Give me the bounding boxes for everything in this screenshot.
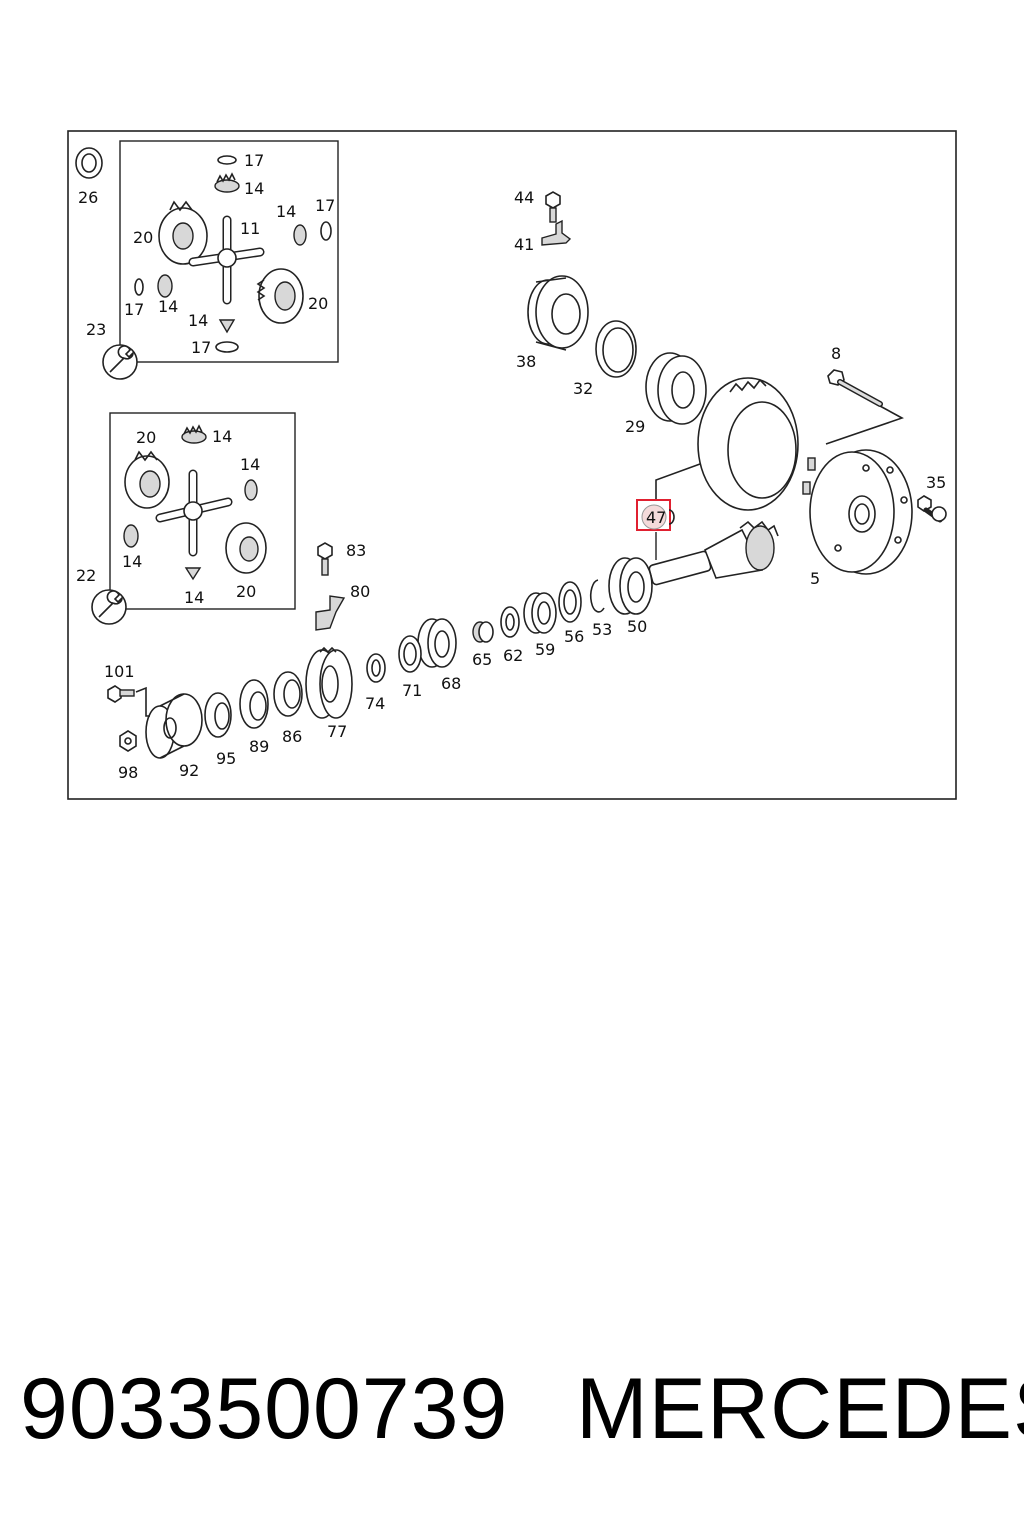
part-65-nut [472, 621, 494, 643]
label-29: 29 [625, 417, 645, 436]
part-68-bearing [417, 618, 457, 668]
label-32: 32 [573, 379, 593, 398]
label-65: 65 [472, 650, 492, 669]
wrench-icon-23 [102, 344, 138, 380]
part-32-ring [595, 320, 637, 378]
part-77-gear [305, 646, 353, 719]
part-26-seal [75, 147, 103, 179]
label-56: 56 [564, 627, 584, 646]
label-14-bottom: 14 [188, 311, 208, 330]
part-62-ring [500, 606, 520, 638]
label-8: 8 [831, 344, 841, 363]
label-20-right: 20 [308, 294, 328, 313]
callout-labels: 26 17 14 14 17 20 11 17 14 20 14 17 23 2… [76, 151, 946, 782]
label-101: 101 [104, 662, 135, 681]
label-14-lower-bottom: 14 [184, 588, 204, 607]
label-17-right: 17 [315, 196, 335, 215]
caption: 9033500739 MERCEDES [0, 1360, 1024, 1480]
label-14-left: 14 [158, 297, 178, 316]
label-14-lower-left: 14 [122, 552, 142, 571]
label-80: 80 [350, 582, 370, 601]
part-8-bolt [827, 369, 883, 407]
part-98-nut [119, 730, 137, 752]
part-29-bearing [645, 352, 707, 425]
diagram-frame [67, 130, 957, 800]
part-74-ring [366, 653, 386, 683]
label-44: 44 [514, 188, 534, 207]
part-86-ring [273, 671, 303, 717]
label-14-right: 14 [276, 202, 296, 221]
part-92-flange [145, 693, 203, 759]
part-38-housing [527, 275, 589, 351]
part-101-bolt [107, 685, 135, 703]
wrench-icon-22 [91, 589, 127, 625]
pinion-shaft [648, 520, 779, 586]
label-20-lower-left: 20 [136, 428, 156, 447]
part-71-ring [398, 635, 422, 673]
label-11: 11 [240, 219, 260, 238]
part-89-ring [239, 679, 269, 729]
part-83-bolt [317, 542, 333, 576]
inset-box-22 [109, 412, 296, 610]
label-17-top: 17 [244, 151, 264, 170]
label-95: 95 [216, 749, 236, 768]
label-17-bottom: 17 [191, 338, 211, 357]
label-53: 53 [592, 620, 612, 639]
label-17-left: 17 [124, 300, 144, 319]
upper-differential-assembly [134, 155, 332, 353]
part-number: 9033500739 [20, 1361, 509, 1457]
part-56-ring [558, 581, 582, 623]
label-92: 92 [179, 761, 199, 780]
label-83: 83 [346, 541, 366, 560]
label-50: 50 [627, 617, 647, 636]
brand-name: MERCEDES [576, 1361, 1024, 1457]
label-62: 62 [503, 646, 523, 665]
part-53-circlip [589, 579, 605, 613]
label-77: 77 [327, 722, 347, 741]
label-86: 86 [282, 727, 302, 746]
label-14-top: 14 [244, 179, 264, 198]
label-59: 59 [535, 640, 555, 659]
label-23: 23 [86, 320, 106, 339]
label-22: 22 [76, 566, 96, 585]
label-20-left: 20 [133, 228, 153, 247]
label-38: 38 [516, 352, 536, 371]
label-47: 47 [646, 508, 666, 527]
label-74: 74 [365, 694, 385, 713]
part-80-bracket [315, 595, 346, 631]
label-71: 71 [402, 681, 422, 700]
part-5-housing [802, 449, 913, 575]
part-95-seal [204, 692, 232, 738]
part-50-bearing [608, 557, 653, 615]
part-44-bolt [545, 191, 561, 223]
label-26: 26 [78, 188, 98, 207]
highlight-part-47[interactable]: 47 [636, 499, 675, 531]
label-98: 98 [118, 763, 138, 782]
ring-gear [697, 377, 799, 511]
lower-differential-assembly [123, 424, 267, 581]
label-14-lower-right: 14 [240, 455, 260, 474]
part-35-bolt [917, 495, 947, 523]
part-41-bracket [541, 219, 572, 246]
label-14-lower-top: 14 [212, 427, 232, 446]
label-41: 41 [514, 235, 534, 254]
label-89: 89 [249, 737, 269, 756]
label-35: 35 [926, 473, 946, 492]
label-5: 5 [810, 569, 820, 588]
label-68: 68 [441, 674, 461, 693]
inset-box-23 [119, 140, 339, 363]
part-59-bearing [523, 592, 557, 634]
label-20-lower-right: 20 [236, 582, 256, 601]
